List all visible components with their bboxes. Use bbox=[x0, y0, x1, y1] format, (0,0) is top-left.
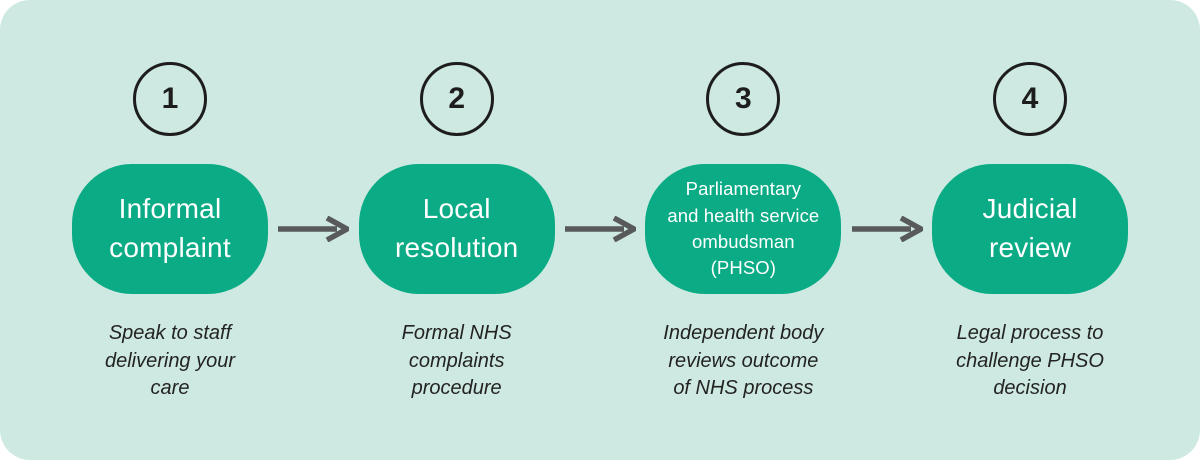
flow-arrow-1 bbox=[268, 216, 359, 242]
step-3-caption: Independent body reviews outcome of NHS … bbox=[663, 320, 823, 403]
caption-line: Legal process to bbox=[956, 322, 1104, 344]
pill-title-line: and health service bbox=[667, 204, 820, 226]
pill-title-line: Parliamentary bbox=[685, 178, 802, 200]
step-3: 3 Parliamentary and health service ombud… bbox=[645, 62, 842, 403]
step-1: 1 Informal complaint Speak to staff deli… bbox=[72, 62, 268, 403]
pill-title-line: (PHSO) bbox=[710, 257, 777, 279]
step-3-pill: Parliamentary and health service ombudsm… bbox=[645, 164, 842, 294]
caption-line: delivering your bbox=[104, 349, 236, 372]
flow-arrow-3 bbox=[841, 216, 932, 242]
pill-title-line: Judicial bbox=[982, 193, 1078, 225]
step-4-number: 4 bbox=[1021, 82, 1039, 115]
caption-line: Formal NHS bbox=[401, 322, 512, 344]
right-arrow-icon bbox=[851, 216, 923, 242]
step-4: 4 Judicial review Legal process to chall… bbox=[932, 62, 1129, 403]
step-2: 2 Local resolution Formal NHS complaints… bbox=[358, 62, 555, 403]
step-2-pill: Local resolution bbox=[358, 164, 555, 294]
pill-title-line: ombudsman bbox=[691, 231, 795, 252]
pill-title-line: review bbox=[988, 232, 1072, 263]
caption-line: care bbox=[150, 377, 190, 400]
caption-line: Independent body bbox=[663, 322, 824, 344]
step-4-pill: Judicial review bbox=[932, 164, 1129, 294]
step-1-caption: Speak to staff delivering your care bbox=[105, 320, 235, 403]
caption-line: complaints bbox=[408, 349, 505, 372]
step-1-number: 1 bbox=[161, 82, 179, 115]
right-arrow-icon bbox=[278, 216, 350, 242]
caption-line: procedure bbox=[411, 377, 502, 400]
caption-line: Speak to staff bbox=[108, 322, 232, 344]
pill-title-line: complaint bbox=[109, 232, 231, 263]
step-1-pill: Informal complaint bbox=[72, 164, 268, 294]
step-4-caption: Legal process to challenge PHSO decision bbox=[956, 320, 1104, 403]
step-1-number-circle: 1 bbox=[133, 62, 207, 136]
flow-arrow-2 bbox=[555, 216, 646, 242]
step-2-number-circle: 2 bbox=[419, 62, 494, 136]
caption-line: decision bbox=[993, 377, 1067, 400]
pill-title-line: resolution bbox=[394, 232, 519, 263]
step-3-number: 3 bbox=[735, 82, 752, 115]
caption-line: reviews outcome bbox=[668, 349, 819, 372]
caption-line: of NHS process bbox=[673, 377, 814, 400]
caption-line: challenge PHSO bbox=[956, 349, 1104, 372]
step-4-number-circle: 4 bbox=[993, 62, 1068, 136]
step-3-number-circle: 3 bbox=[706, 62, 781, 136]
step-2-caption: Formal NHS complaints procedure bbox=[402, 320, 512, 403]
pill-title-line: Informal bbox=[118, 193, 222, 225]
right-arrow-icon bbox=[565, 216, 636, 242]
pill-title-line: Local bbox=[422, 193, 491, 225]
step-2-number: 2 bbox=[448, 82, 466, 115]
